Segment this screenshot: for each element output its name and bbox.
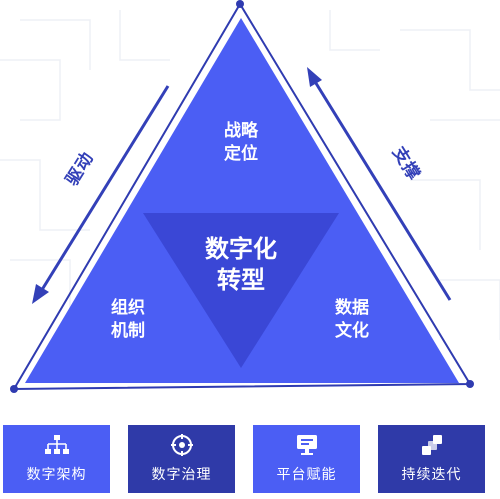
top-label-line-1: 战略 xyxy=(224,121,258,141)
background-circuit-pattern xyxy=(0,10,500,340)
box-platform-empowerment: 平台赋能 xyxy=(253,425,360,493)
box-label: 数字架构 xyxy=(26,467,87,483)
pyramid-outline xyxy=(12,2,472,391)
center-label: 数字化 转型 xyxy=(181,234,301,296)
right-label-line-2: 文化 xyxy=(335,320,369,341)
outline-dot-top xyxy=(236,0,244,8)
outline-dot-left xyxy=(10,385,18,393)
left-label: 组织 机制 xyxy=(92,297,164,343)
org-chart-icon xyxy=(44,435,69,454)
box-digital-governance: 数字治理 xyxy=(128,425,235,493)
left-label-line-2: 机制 xyxy=(111,320,145,341)
target-icon xyxy=(170,434,193,456)
box-label: 持续迭代 xyxy=(401,467,462,483)
pyramid-main xyxy=(25,18,459,383)
top-label: 战略 定位 xyxy=(205,120,277,166)
monitor-icon xyxy=(296,435,317,455)
box-continuous-iteration: 持续迭代 xyxy=(378,425,485,493)
center-label-line-2: 转型 xyxy=(217,266,265,295)
box-label: 平台赋能 xyxy=(276,467,337,483)
blocks-icon xyxy=(421,435,442,455)
left-arrow xyxy=(32,85,170,304)
outline-dot-right xyxy=(466,380,474,388)
right-label-line-1: 数据 xyxy=(335,298,369,318)
center-label-line-1: 数字化 xyxy=(205,235,277,263)
left-label-line-1: 组织 xyxy=(111,298,145,318)
pyramid-inner-inverted xyxy=(143,213,339,368)
box-digital-architecture: 数字架构 xyxy=(3,425,110,493)
top-label-line-2: 定位 xyxy=(224,143,258,164)
right-arrow xyxy=(307,67,452,301)
box-label: 数字治理 xyxy=(151,467,212,483)
right-label: 数据 文化 xyxy=(316,297,388,343)
